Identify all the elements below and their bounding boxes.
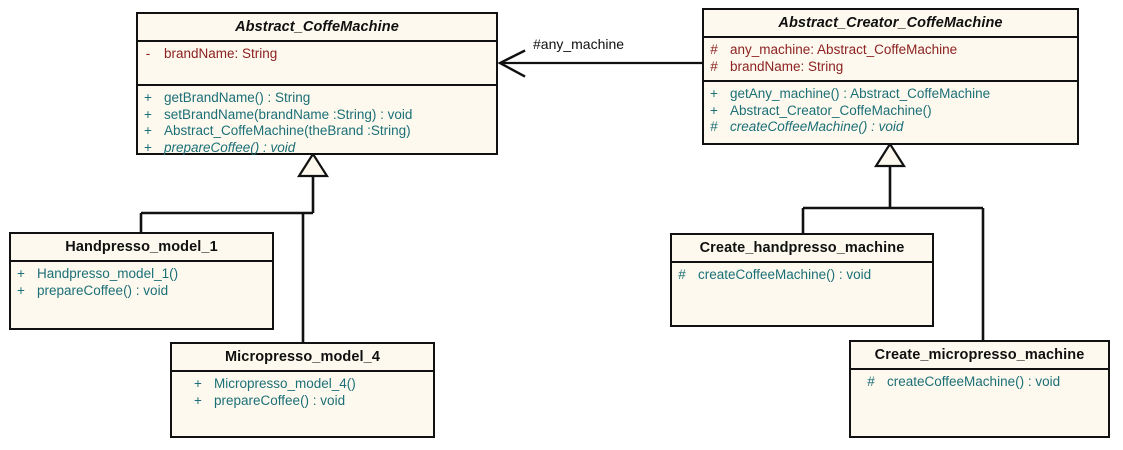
operation-row: + setBrandName(brandName :String) : void	[138, 107, 496, 124]
attributes-compartment: - brandName: String	[138, 42, 496, 84]
operations-compartment: # createCoffeeMachine() : void	[672, 263, 932, 289]
visibility-marker: #	[710, 119, 718, 134]
class-name-create-handpresso-machine: Create_handpresso_machine	[699, 240, 905, 256]
visibility-marker: +	[144, 123, 152, 138]
operation-text: setBrandName(brandName :String) : void	[164, 106, 413, 122]
compartment-divider	[704, 80, 1077, 82]
visibility-marker: +	[144, 106, 152, 122]
compartment-divider	[172, 370, 433, 372]
visibility-marker: #	[867, 374, 875, 389]
operation-row: + getAny_machine() : Abstract_CoffeMachi…	[704, 86, 1077, 103]
visibility-marker: +	[710, 102, 718, 118]
visibility-marker: #	[710, 42, 718, 57]
class-box-abstract-creator-coffe-machine[interactable]: Abstract_Creator_CoffeMachine # any_mach…	[702, 8, 1079, 145]
attribute-text: brandName: String	[730, 58, 844, 74]
attributes-compartment: # any_machine: Abstract_CoffeMachine # b…	[704, 38, 1077, 80]
operation-row: # createCoffeeMachine() : void	[851, 374, 1108, 391]
visibility-marker: +	[194, 392, 202, 408]
attribute-row: - brandName: String	[138, 46, 496, 63]
operation-text: prepareCoffee() : void	[164, 139, 296, 155]
class-box-create-micropresso-machine[interactable]: Create_micropresso_machine # createCoffe…	[849, 340, 1110, 438]
class-name-abstract-coffe-machine: Abstract_CoffeMachine	[235, 19, 399, 35]
operation-text: Abstract_CoffeMachine(theBrand :String)	[164, 123, 411, 138]
operation-text: createCoffeeMachine() : void	[730, 119, 904, 134]
attribute-row: # brandName: String	[704, 59, 1077, 76]
operation-text: createCoffeeMachine() : void	[698, 267, 872, 282]
operation-text: Handpresso_model_1()	[37, 266, 179, 281]
compartment-divider	[851, 368, 1108, 370]
operation-row: + prepareCoffee() : void	[172, 393, 433, 410]
visibility-marker: +	[194, 376, 202, 391]
class-box-micropresso-model-4[interactable]: Micropresso_model_4 + Micropresso_model_…	[170, 342, 435, 438]
operation-row: + prepareCoffee() : void	[138, 140, 496, 157]
operation-row: + prepareCoffee() : void	[11, 283, 272, 300]
compartment-divider	[11, 260, 272, 262]
visibility-marker: #	[710, 58, 718, 74]
visibility-marker: +	[144, 90, 152, 105]
attribute-text: any_machine: Abstract_CoffeMachine	[730, 42, 958, 57]
class-name-create-micropresso-machine: Create_micropresso_machine	[874, 347, 1085, 363]
class-name-handpresso-model-1: Handpresso_model_1	[65, 239, 218, 255]
compartment-divider	[704, 36, 1077, 38]
visibility-marker: +	[144, 139, 152, 155]
operation-text: prepareCoffee() : void	[214, 392, 346, 408]
class-name-abstract-creator-coffe-machine: Abstract_Creator_CoffeMachine	[778, 15, 1003, 31]
compartment-divider	[672, 261, 932, 263]
operation-row: + Micropresso_model_4()	[172, 376, 433, 393]
operation-row: + Abstract_CoffeMachine(theBrand :String…	[138, 123, 496, 140]
operations-compartment: + getBrandName() : String + setBrandName…	[138, 86, 496, 161]
operation-text: Micropresso_model_4()	[214, 376, 356, 391]
operation-row: + getBrandName() : String	[138, 90, 496, 107]
operation-row: + Abstract_Creator_CoffeMachine()	[704, 103, 1077, 120]
operation-text: Abstract_Creator_CoffeMachine()	[730, 102, 932, 118]
compartment-divider	[138, 40, 496, 42]
visibility-marker: #	[678, 267, 686, 282]
class-box-create-handpresso-machine[interactable]: Create_handpresso_machine # createCoffee…	[670, 233, 934, 327]
operations-compartment: + Handpresso_model_1() + prepareCoffee()…	[11, 262, 272, 304]
operations-compartment: + getAny_machine() : Abstract_CoffeMachi…	[704, 82, 1077, 141]
compartment-divider	[138, 84, 496, 86]
attribute-row: # any_machine: Abstract_CoffeMachine	[704, 42, 1077, 59]
operation-text: createCoffeeMachine() : void	[887, 374, 1061, 389]
operation-row: # createCoffeeMachine() : void	[704, 119, 1077, 136]
visibility-marker: +	[17, 282, 25, 298]
class-box-abstract-coffe-machine[interactable]: Abstract_CoffeMachine - brandName: Strin…	[136, 12, 498, 155]
operations-compartment: + Micropresso_model_4() + prepareCoffee(…	[172, 372, 433, 414]
operation-row: + Handpresso_model_1()	[11, 266, 272, 283]
operation-text: getBrandName() : String	[164, 90, 311, 105]
visibility-marker: +	[710, 86, 718, 101]
operation-text: prepareCoffee() : void	[37, 282, 169, 298]
operation-text: getAny_machine() : Abstract_CoffeMachine	[730, 86, 991, 101]
attribute-text: brandName: String	[164, 46, 278, 61]
operations-compartment: # createCoffeeMachine() : void	[851, 370, 1108, 396]
class-name-micropresso-model-4: Micropresso_model_4	[224, 349, 380, 365]
visibility-marker: +	[17, 266, 25, 281]
visibility-marker: -	[145, 46, 151, 61]
class-box-handpresso-model-1[interactable]: Handpresso_model_1 + Handpresso_model_1(…	[9, 232, 274, 330]
operation-row: # createCoffeeMachine() : void	[672, 267, 932, 284]
association-label-any-machine: #any_machine	[533, 36, 625, 52]
association-any-machine	[497, 49, 702, 78]
